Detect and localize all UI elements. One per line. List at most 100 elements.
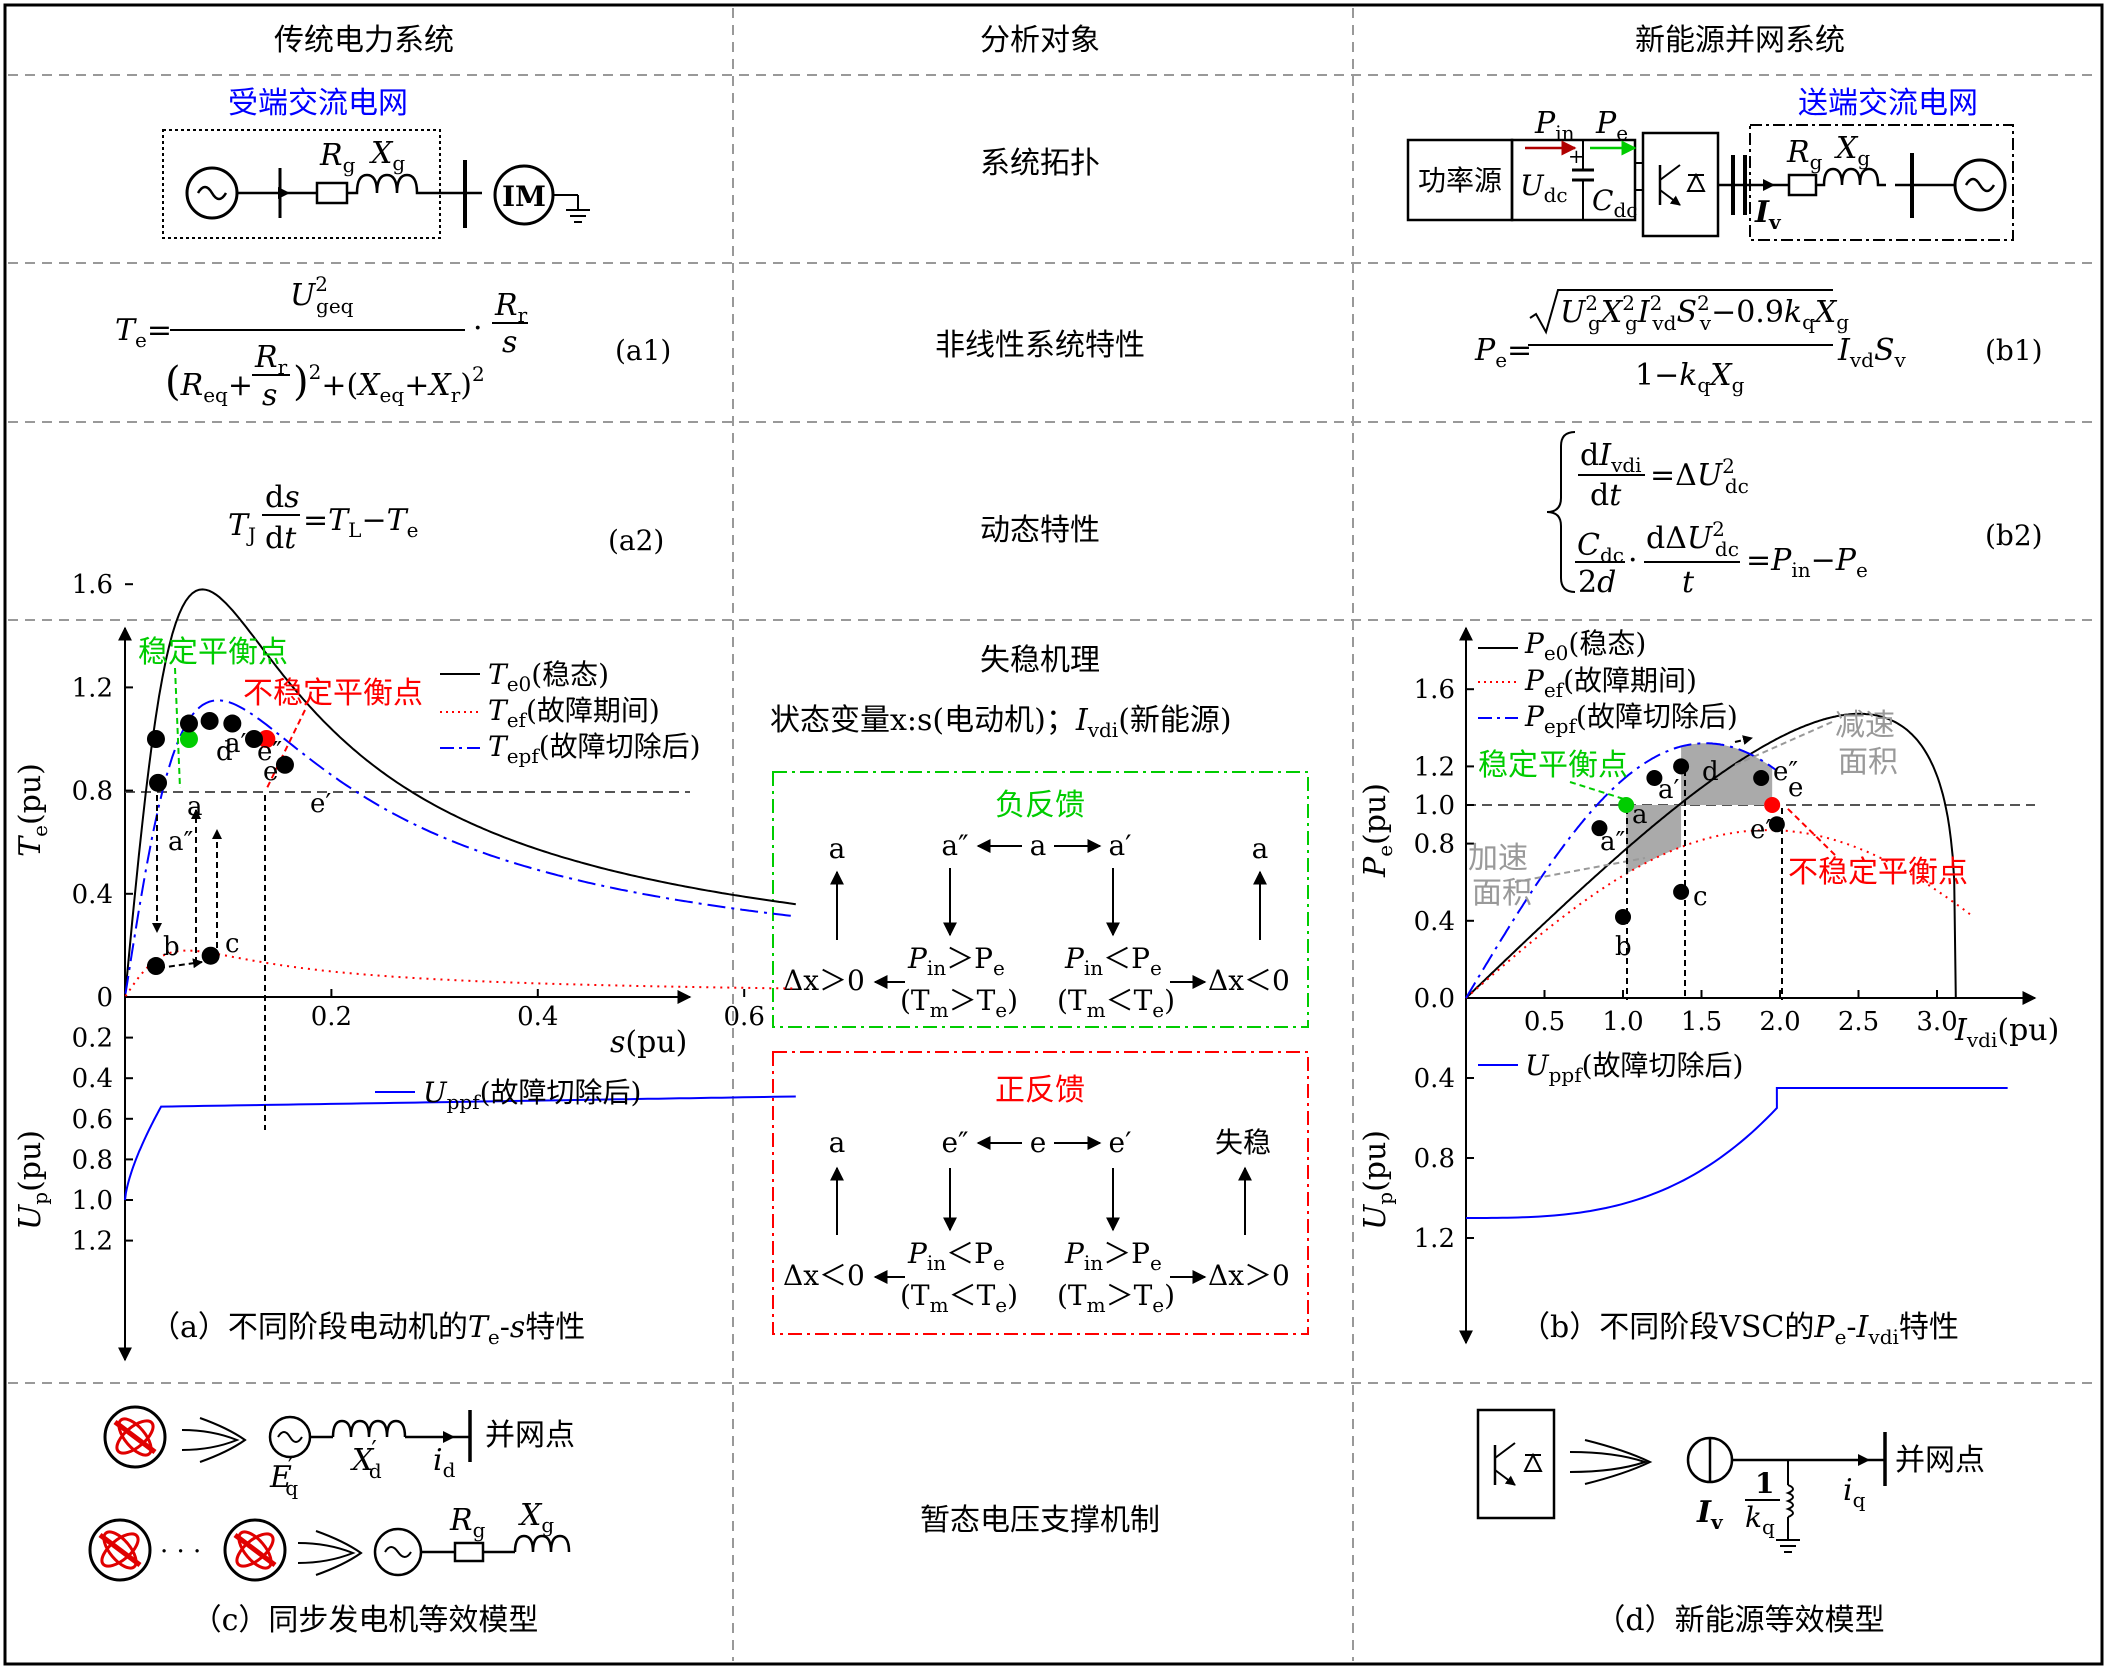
svg-text:Δx＞0: Δx＞0 [1208,1259,1290,1292]
svg-text:(b1): (b1) [1985,334,2043,367]
chart-a-xtick: 0.6 [724,1002,765,1032]
chart-b-xtick: 3.0 [1916,1007,1957,1037]
svg-text:a: a [829,1126,846,1159]
svg-text:b: b [163,932,180,962]
header-left: 传统电力系统 [274,23,454,58]
Xg-label: Xg [369,136,405,175]
svg-text:(Req+: (Req+ [165,359,253,407]
svg-text:X′d: X′d [350,1436,382,1483]
chart-b-xtick: 0.5 [1524,1007,1565,1037]
chart-b-point [1764,797,1781,813]
chart-a-xlabel: s(pu) [610,1025,687,1060]
chart-a-point [245,730,263,748]
row-dynamic: 动态特性 [980,513,1100,548]
resistor-icon [453,1541,485,1563]
inductor-icon [513,1534,571,1553]
chart-a-y2tick: 0.2 [72,1024,113,1054]
chart-a-y2tick: 0.8 [72,1145,113,1175]
chart-b-point [1768,816,1785,833]
chart-a-unstable-label: 不稳定平衡点 [243,676,423,711]
row-mechanism: 失稳机理 [980,643,1100,678]
svg-text:Pin＜Pe: Pin＜Pe [1064,942,1162,980]
svg-text:)2+(Xeq+Xr)2: )2+(Xeq+Xr)2 [293,359,485,407]
svg-text:Xg: Xg [1834,131,1870,170]
svg-text:iq: iq [1843,1473,1866,1512]
chart-b-xtick: 2.5 [1838,1007,1879,1037]
svg-text:t: t [1682,565,1695,600]
chart-b-y2tick: 0.8 [1414,1144,1455,1174]
topology-right: 送端交流电网 功率源 Udc + Cdc Pin Pe Iv Rg Xg [1406,86,2014,241]
chart-a-y2tick: 0.6 [72,1105,113,1135]
chart-a-ylabel: Te(pu) [13,763,52,857]
svg-text:=TL−Te: =TL−Te [303,503,418,542]
svg-text:a′: a′ [1108,829,1131,862]
vsc-converter-icon [1641,131,1720,238]
chart-b-caption: （b）不同阶段VSC的Pe-Ivdi特性 [1520,1310,1959,1349]
svg-text:Pin＞Pe: Pin＞Pe [1064,1237,1162,1275]
svg-text:Rg: Rg [1786,135,1823,174]
svg-text:Δx＜0: Δx＜0 [783,1259,865,1292]
svg-text:Iv: Iv [1754,195,1782,234]
svg-text:Pef(故障期间): Pef(故障期间) [1524,664,1697,702]
chart-b-accel-label: 加速 面积 [1468,841,1532,911]
svg-text:Te0(稳态): Te0(稳态) [488,658,609,696]
svg-text:Pin＞Pe: Pin＞Pe [907,942,1005,980]
chart-a-stable-label: 稳定平衡点 [138,635,288,670]
svg-text:面积: 面积 [1472,876,1532,911]
svg-text:Tef(故障期间): Tef(故障期间) [488,694,660,732]
chart-a-ytick: 1.6 [72,570,113,600]
svg-text:1: 1 [1755,1467,1774,1500]
chart-a-ytick: 0.8 [72,777,113,807]
svg-text:(Tm＜Te): (Tm＜Te) [900,1279,1018,1317]
chart-b-point [1618,797,1635,813]
ac-source-icon [1953,158,2007,212]
resistor-icon [315,181,349,205]
chart-b-point [1615,908,1631,925]
svg-text:d: d [216,737,233,767]
chart-a-y2tick: 1.2 [72,1227,113,1257]
negative-feedback-box [772,771,1309,1028]
svg-text:d: d [1702,757,1719,787]
svg-text:Udc: Udc [1520,169,1568,207]
svg-text:a′: a′ [1658,775,1680,805]
svg-text:a: a [1252,832,1269,865]
negative-feedback-title: 负反馈 [995,788,1085,823]
svg-text:s: s [262,378,277,413]
chart-a-point [146,730,165,748]
model-c: 并网点 E′q X′d id · · · Rg Xg （c）同步发电机等效模型 [88,1405,575,1638]
svg-text:s: s [502,325,517,360]
inductor-icon [331,1419,407,1438]
chart-a-point [146,957,165,976]
positive-feedback-title: 正反馈 [995,1073,1085,1108]
chart-a-y2tick: 0.4 [72,1064,113,1094]
chart-a-tepf-curve [124,699,796,994]
svg-text:e″: e″ [941,1126,968,1159]
model-d: 并网点 Iv 1 kq iq （d）新能源等效模型 [1476,1408,1985,1638]
svg-text:e′: e′ [1109,1126,1132,1159]
svg-text:·: · [473,311,483,346]
chart-a-point [201,946,220,965]
mechanism-panel: 状态变量x:s(电动机)；Ivdi(新能源) 负反馈 a a″ a a′ a Δ… [770,703,1309,1335]
svg-text:并网点: 并网点 [1895,1443,1985,1478]
svg-text:e: e [1030,1126,1047,1159]
svg-text:e′: e′ [1750,815,1771,845]
chart-b-y2tick: 0.4 [1414,1064,1455,1094]
chart-b-decel-label: 减速 面积 [1835,708,1898,780]
svg-text:(Tm＜Te): (Tm＜Te) [1057,984,1175,1022]
svg-text:Δx＜0: Δx＜0 [1208,964,1290,997]
svg-text:功率源: 功率源 [1418,164,1502,197]
Rg-label: Rg [319,138,356,177]
svg-text:Rg: Rg [449,1503,486,1542]
svg-text:E′q: E′q [269,1453,298,1500]
chart-b-ylabel: Pe(pu) [1358,783,1397,878]
svg-text:减速: 减速 [1835,708,1895,743]
svg-text:kq: kq [1745,1501,1775,1539]
svg-text:e′: e′ [310,789,331,819]
svg-text:a: a [1632,800,1648,830]
chart-b-ytick: 0.4 [1414,907,1455,937]
